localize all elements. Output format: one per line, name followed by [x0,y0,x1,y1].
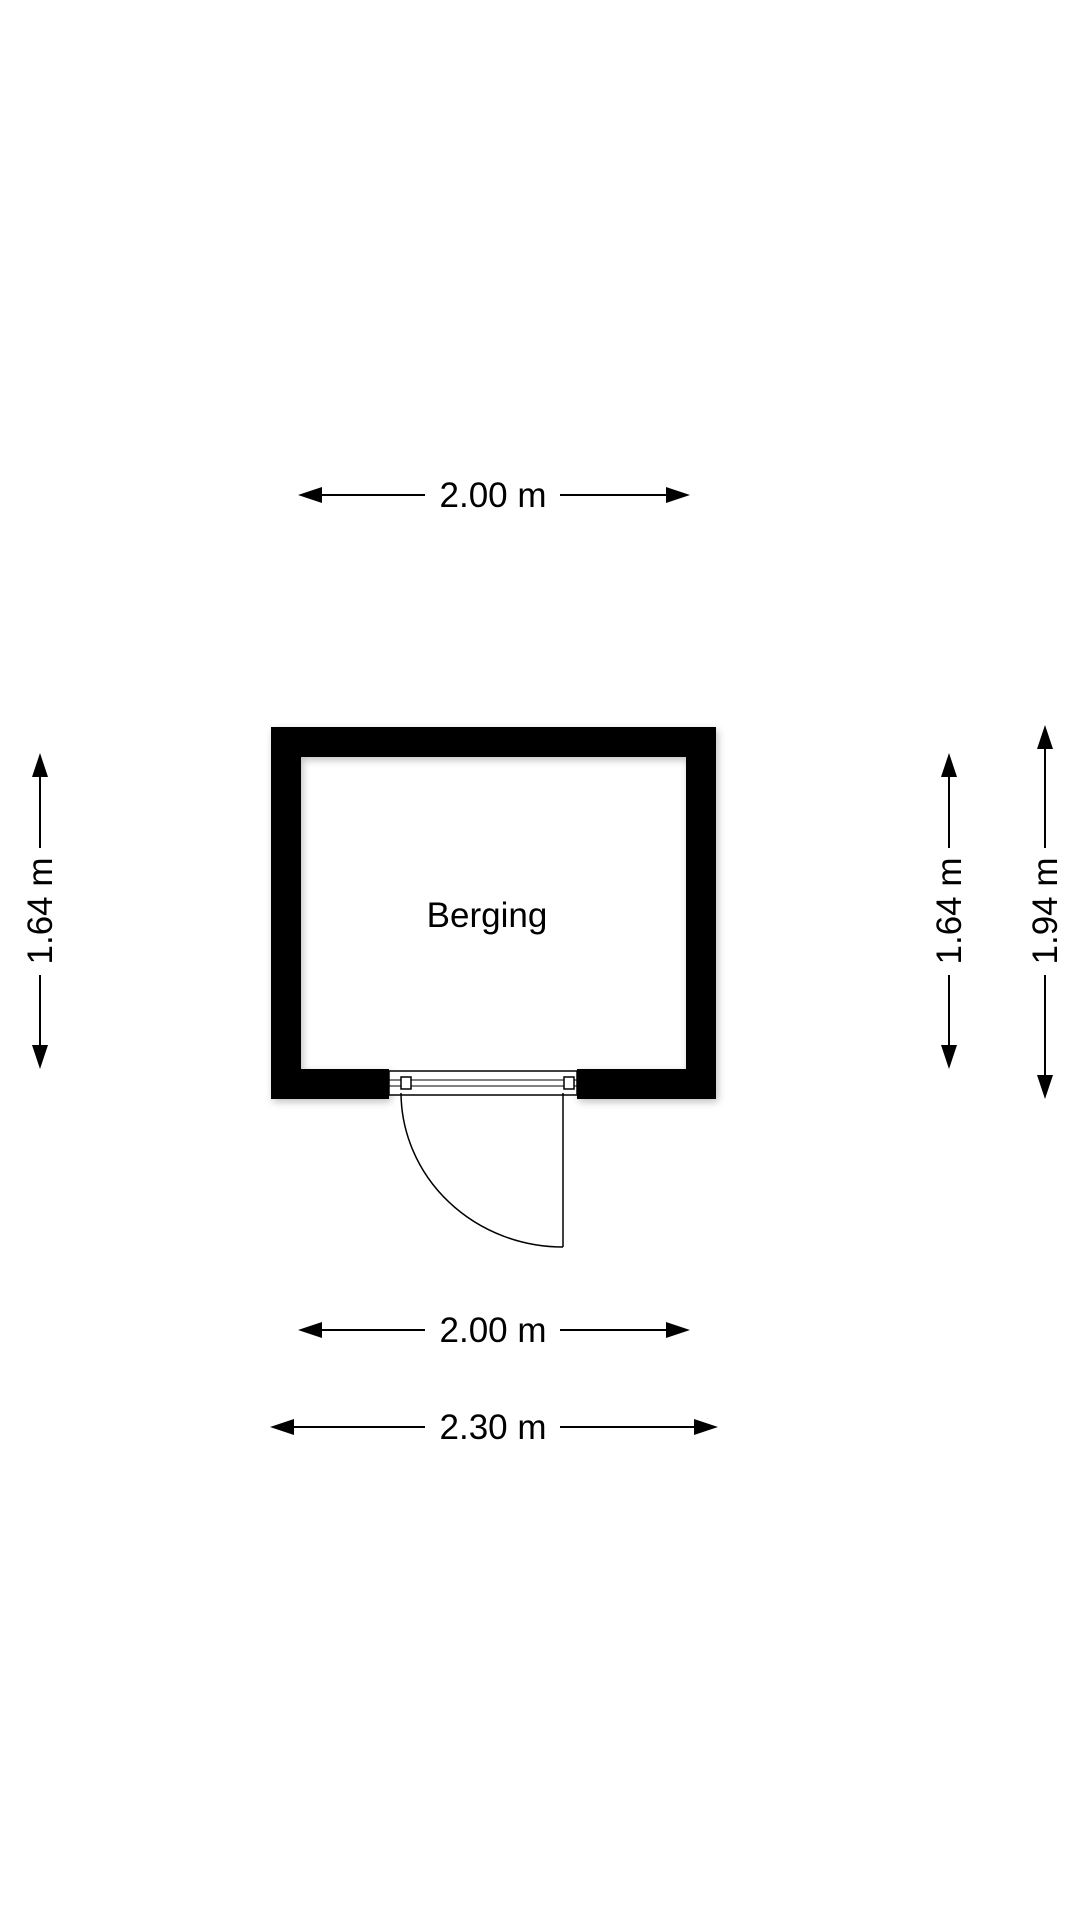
arrow-left-icon [298,487,322,503]
dimension-label-bottom-inner: 2.00 m [440,1311,547,1350]
wall-bottom-left [271,1069,389,1099]
arrow-down-icon [32,1045,48,1069]
arrow-left-icon [298,1322,322,1338]
dimension-left-height: 1.64 m [21,753,60,1069]
dimension-bottom-inner-width: 2.00 m [298,1311,690,1350]
arrow-down-icon [941,1045,957,1069]
arrow-up-icon [32,753,48,777]
room-walls [271,727,716,1099]
door-jamb-right [563,1076,575,1090]
dimension-bottom-outer-width: 2.30 m [270,1408,718,1447]
room-label: Berging [427,896,548,935]
arrow-right-icon [666,1322,690,1338]
dimension-top-width: 2.00 m [298,476,690,515]
wall-left [271,727,301,1099]
wall-bottom-right [577,1069,716,1099]
arrow-left-icon [270,1419,294,1435]
door-frame [388,1070,578,1096]
dimension-label-left: 1.64 m [21,858,60,965]
dimension-label-top: 2.00 m [440,476,547,515]
door [388,1070,578,1248]
dimension-right-outer-height: 1.94 m [1026,725,1065,1099]
dimension-label-bottom-outer: 2.30 m [440,1408,547,1447]
door-swing-arc [400,1092,564,1248]
arrow-down-icon [1037,1075,1053,1099]
arrow-right-icon [694,1419,718,1435]
dimension-label-right-outer: 1.94 m [1026,858,1065,965]
arrow-up-icon [1037,725,1053,749]
dimension-label-right-inner: 1.64 m [930,858,969,965]
wall-right [686,727,716,1099]
door-jamb-left [400,1076,412,1090]
wall-top [271,727,716,757]
arrow-up-icon [941,753,957,777]
arrow-right-icon [666,487,690,503]
dimension-right-inner-height: 1.64 m [930,753,969,1069]
